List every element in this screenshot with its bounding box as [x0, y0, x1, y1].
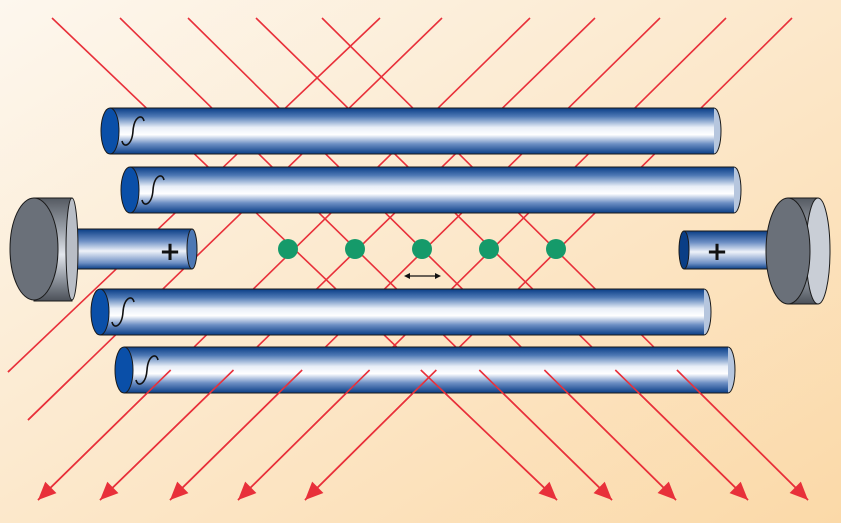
- rods-bottom-pair: [90, 288, 736, 394]
- sine-wave-icon: [111, 297, 135, 327]
- ion-spacing-double-arrow: [404, 273, 441, 279]
- laser-beam-segment: [37, 369, 172, 501]
- trap-rod-4: [114, 346, 736, 394]
- laser-beam-segment: [304, 369, 437, 501]
- ion: [412, 239, 432, 259]
- sine-wave-icon: [141, 175, 165, 205]
- laser-beam-segment: [99, 369, 235, 501]
- sine-wave-icon: [135, 355, 159, 385]
- trap-rod-1: [100, 107, 722, 155]
- laser-beam-segment: [420, 369, 558, 501]
- trap-rod-3: [90, 288, 712, 336]
- laser-beam-segment: [27, 369, 81, 421]
- ion: [278, 239, 298, 259]
- laser-beam: [27, 17, 443, 421]
- sine-wave-icon: [121, 116, 145, 146]
- endcap-right: +: [678, 197, 831, 305]
- ion: [546, 239, 566, 259]
- ion: [345, 239, 365, 259]
- endcap-left: +: [9, 197, 198, 302]
- laser-beam-segment: [7, 369, 11, 373]
- rods-top-pair: [100, 107, 742, 214]
- ion: [479, 239, 499, 259]
- laser-beams-front: [7, 369, 809, 501]
- ion-chain: [278, 239, 566, 259]
- laser-beam-segment: [478, 369, 613, 501]
- endcap-left-plus-label: +: [159, 237, 181, 267]
- laser-beam-segment: [543, 369, 677, 501]
- laser-beam-segment: [614, 369, 749, 501]
- laser-beam-segment: [237, 369, 371, 501]
- trap-rod-2: [120, 166, 742, 214]
- laser-beam-segment: [676, 369, 809, 501]
- laser-beam-segment: [169, 369, 303, 501]
- endcap-right-plus-label: +: [706, 237, 728, 267]
